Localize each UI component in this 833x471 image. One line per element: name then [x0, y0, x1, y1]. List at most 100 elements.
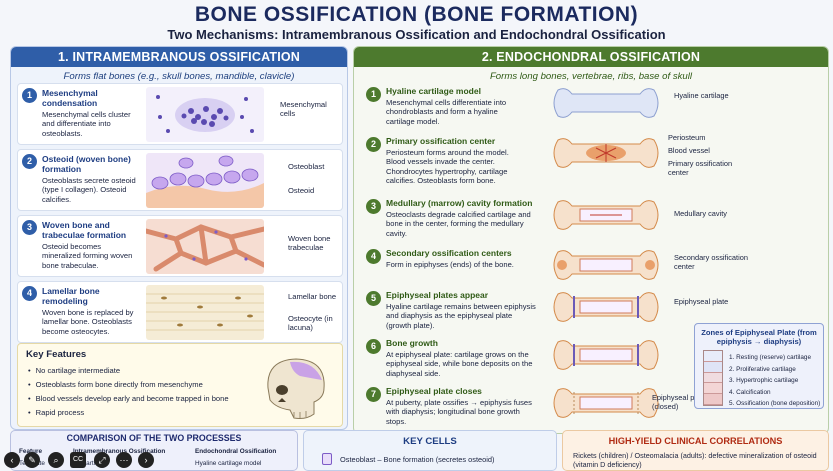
step-text: At epiphyseal plate: cartilage grows on … [386, 350, 533, 378]
label-osteoblast: Osteoblast [288, 162, 325, 171]
step-number: 2 [22, 154, 37, 169]
step-text: Osteoid becomes mineralized forming wove… [42, 242, 133, 270]
key-feature-item: Blood vessels develop early and become t… [28, 392, 229, 406]
intramembranous-panel: 1. INTRAMEMBRANOUS OSSIFICATION Forms fl… [10, 46, 348, 430]
step-text: Periosteum forms around the model. Blood… [386, 148, 509, 186]
lamellar-bone-illustration [146, 285, 264, 340]
endochondral-intro: Forms long bones, vertebrae, ribs, base … [489, 71, 693, 82]
step-title: Lamellar bone remodeling [42, 286, 100, 306]
endo-step-3: 3 Medullary (marrow) cavity formation Os… [362, 195, 727, 238]
search-icon[interactable]: ⌕ [48, 452, 64, 468]
label-periosteum: Periosteum [668, 133, 706, 142]
key-cell-item: Osteoblast – Bone formation (secretes os… [340, 455, 495, 464]
osteoblast-icon [322, 453, 332, 465]
step-number: 7 [366, 387, 381, 402]
media-controls: ‹ ✎ ⌕ CC ⤢ ⋯ › [0, 450, 160, 471]
zone-item: 5. Ossification (bone deposition) [729, 400, 821, 407]
step-number: 5 [366, 291, 381, 306]
step-number: 3 [22, 220, 37, 235]
step-title: Hyaline cartilage model [386, 86, 481, 96]
bone-plate-closed [553, 388, 659, 418]
label-primary-center: Primary ossification center [668, 159, 733, 177]
fullscreen-icon[interactable]: ⤢ [94, 452, 110, 468]
forward-icon[interactable]: › [138, 452, 154, 468]
step-text: Form in epiphyses (ends) of the bone. [386, 260, 514, 269]
zone-item: 4. Calcification [729, 388, 771, 396]
bone-cartilage-model [553, 88, 659, 118]
step-title: Bone growth [386, 338, 438, 348]
table-header: Endochondral Ossification [195, 448, 277, 455]
table-header: Feature [19, 448, 42, 455]
step-text: Osteoblasts secrete osteoid (type I coll… [42, 176, 136, 204]
step-number: 4 [366, 249, 381, 264]
step-text: Mesenchymal cells cluster and differenti… [42, 110, 131, 138]
key-features-title: Key Features [26, 349, 87, 360]
step-title: Secondary ossification centers [386, 248, 512, 258]
step-title: Medullary (marrow) cavity formation [386, 198, 533, 208]
intra-step-3: 3 Woven bone and trabeculae formation Os… [17, 215, 343, 277]
step-title: Epiphyseal plates appear [386, 290, 489, 300]
step-title: Woven bone and trabeculae formation [42, 220, 127, 240]
label-medullary-cavity: Medullary cavity [674, 209, 727, 218]
step-number: 1 [366, 87, 381, 102]
bone-medullary-cavity [553, 200, 659, 230]
intramembranous-heading: 1. INTRAMEMBRANOUS OSSIFICATION [11, 47, 347, 67]
table-cell: Hyaline cartilage model [195, 460, 262, 467]
comparison-title: COMPARISON OF THE TWO PROCESSES [66, 433, 242, 443]
zone-item: 1. Resting (reserve) cartilage [729, 354, 812, 361]
endo-step-7: 7 Epiphyseal plate closes At puberty, pl… [362, 383, 706, 426]
page-title: BONE OSSIFICATION (BONE FORMATION) [194, 3, 639, 26]
intra-step-4: 4 Lamellar bone remodeling Woven bone is… [17, 281, 343, 343]
zones-title: Zones of Epiphyseal Plate (from epiphysi… [701, 328, 817, 346]
step-number: 6 [366, 339, 381, 354]
step-number: 1 [22, 88, 37, 103]
back-icon[interactable]: ‹ [4, 452, 20, 468]
label-secondary-center: Secondary ossification center [674, 253, 748, 271]
label-blood-vessel: Blood vessel [668, 146, 710, 155]
key-feature-item: No cartilage intermediate [28, 364, 229, 378]
label-epiphyseal-plate: Epiphyseal plate [674, 297, 729, 306]
zone-item: 2. Proliferative cartilage [729, 365, 796, 373]
mesenchymal-illustration [146, 87, 264, 142]
table-cell: No cartilage [73, 460, 108, 467]
key-features-box: Key Features No cartilage intermediate O… [17, 343, 343, 427]
step-number: 2 [366, 137, 381, 152]
edit-icon[interactable]: ✎ [24, 452, 40, 468]
zone-item: 3. Hypertrophic cartilage [729, 377, 799, 384]
bone-epiphyseal-plates [553, 292, 659, 322]
step-title: Primary ossification center [386, 136, 496, 146]
more-icon[interactable]: ⋯ [116, 452, 132, 468]
endochondral-panel: 2. ENDOCHONDRAL OSSIFICATION Forms long … [353, 46, 829, 434]
key-feature-item: Osteoblasts form bone directly from mese… [28, 378, 229, 392]
epiphyseal-zones-box: Zones of Epiphyseal Plate (from epiphysi… [694, 323, 824, 409]
endo-step-2: 2 Primary ossification center Periosteum… [362, 133, 732, 185]
bone-growth [553, 340, 659, 370]
step-title: Mesenchymal condensation [42, 88, 98, 108]
step-title: Osteoid (woven bone) formation [42, 154, 131, 174]
label-osteocyte: Osteocyte (in lacuna) [288, 314, 333, 332]
intra-step-1: 1 Mesenchymal condensation Mesenchymal c… [17, 83, 343, 145]
label-lamellar-bone: Lamellar bone [288, 292, 337, 301]
step-text: Mesenchymal cells differentiate into cho… [386, 98, 507, 126]
endo-step-1: 1 Hyaline cartilage model Mesenchymal ce… [362, 83, 729, 126]
table-header: Intramembranous Ossification [73, 448, 166, 455]
endo-step-6: 6 Bone growth At epiphyseal plate: carti… [362, 335, 684, 378]
endo-step-5: 5 Epiphyseal plates appear Hyaline carti… [362, 287, 728, 330]
intra-step-2: 2 Osteoid (woven bone) formation Osteobl… [17, 149, 343, 211]
bone-primary-center [553, 138, 659, 168]
step-text: Hyaline cartilage remains between epiphy… [386, 302, 536, 330]
label-plate-closed: Epiphyseal plate (closed) [652, 393, 707, 411]
key-cells-title: KEY CELLS [403, 436, 457, 447]
zones-diagram [703, 350, 723, 406]
bone-secondary-centers [553, 250, 659, 280]
label-hyaline-cartilage: Hyaline cartilage [674, 91, 729, 100]
step-number: 4 [22, 286, 37, 301]
skull-illustration [267, 358, 325, 419]
endo-step-4: 4 Secondary ossification centers Form in… [362, 245, 748, 287]
captions-button[interactable]: CC [70, 452, 86, 468]
clinical-title: HIGH-YIELD CLINICAL CORRELATIONS [608, 436, 783, 446]
label-osteoid: Osteoid [288, 186, 315, 195]
label-mesenchymal-cells: Mesenchymal cells [280, 100, 327, 118]
clinical-item: Rickets (children) / Osteomalacia (adult… [573, 451, 817, 469]
key-cells-box: KEY CELLS Osteoblast – Bone formation (s… [303, 430, 557, 471]
